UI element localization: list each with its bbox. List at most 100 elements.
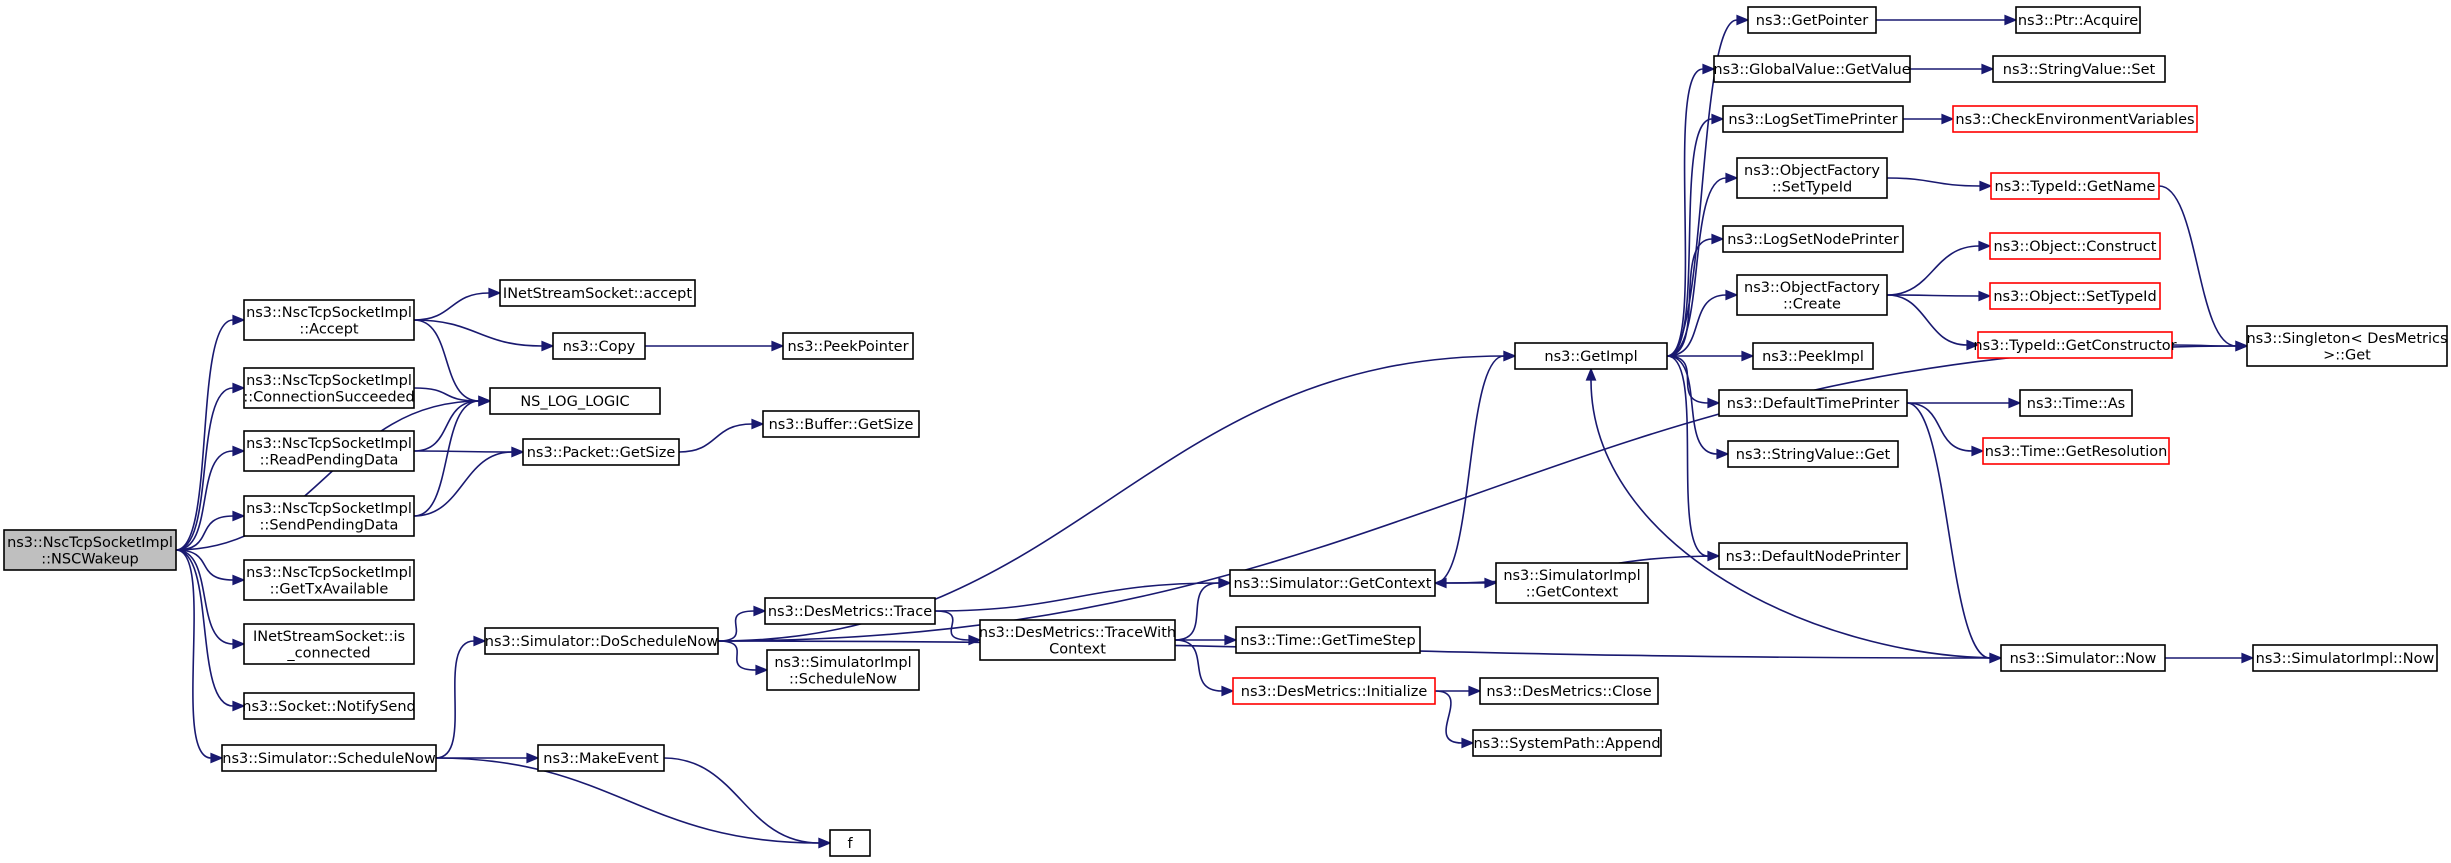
arrowhead-icon [1221, 685, 1235, 697]
node-typeid-getconstructor[interactable]: ns3::TypeId::GetConstructor [1973, 331, 2177, 359]
node-time-getresolution[interactable]: ns3::Time::GetResolution [1982, 437, 2170, 465]
arrowhead-icon [232, 445, 246, 457]
node-f[interactable]: f [829, 829, 871, 857]
edge-accept-to-inet_accept [413, 287, 502, 321]
node-simimpl-getcontext[interactable]: ns3::SimulatorImpl::GetContext [1495, 562, 1649, 604]
node-label: f [847, 836, 853, 852]
edge-line [413, 400, 480, 517]
edge-line [1666, 68, 1704, 357]
node-label: ns3::DefaultNodePrinter [1726, 549, 1901, 565]
edge-defaulttimeprinter-to-time_as [1907, 397, 2022, 409]
node-getpointer[interactable]: ns3::GetPointer [1747, 6, 1877, 34]
node-label: Context [1049, 641, 1106, 657]
node-ptr-acquire[interactable]: ns3::Ptr::Acquire [2015, 6, 2141, 34]
node-label: ns3::NscTcpSocketImpl [246, 501, 412, 517]
node-gv-getvalue[interactable]: ns3::GlobalValue::GetValue [1713, 55, 1911, 83]
edge-sim_now-to-simimpl_now [2165, 652, 2255, 664]
node-stringvalue-set[interactable]: ns3::StringValue::Set [1992, 55, 2166, 83]
node-getimpl[interactable]: ns3::GetImpl [1514, 342, 1668, 370]
node-box [243, 430, 415, 472]
arrowhead-icon [1461, 737, 1475, 749]
node-inet-accept[interactable]: INetStreamSocket::accept [499, 279, 696, 307]
edge-line [1886, 294, 1980, 297]
node-copy[interactable]: ns3::Copy [552, 332, 646, 360]
edge-getimpl-to-of_settypeid [1666, 172, 1739, 357]
node-sim-now[interactable]: ns3::Simulator::Now [2000, 644, 2166, 672]
node-object-settypeid[interactable]: ns3::Object::SetTypeId [1989, 282, 2161, 310]
node-simimpl-schedulenow[interactable]: ns3::SimulatorImpl::ScheduleNow [766, 649, 920, 691]
node-logsetnodeprinter[interactable]: ns3::LogSetNodePrinter [1722, 225, 1904, 253]
node-of-settypeid[interactable]: ns3::ObjectFactory::SetTypeId [1736, 157, 1888, 199]
node-nsc-wakeup[interactable]: ns3::NscTcpSocketImpl::NSCWakeup [3, 529, 177, 571]
node-label: ns3::DefaultTimePrinter [1727, 396, 1899, 412]
node-singleton-get[interactable]: ns3::Singleton< DesMetrics >::Get [2246, 325, 2448, 367]
node-packet-getsize[interactable]: ns3::Packet::GetSize [522, 438, 680, 466]
node-peek-pointer[interactable]: ns3::PeekPointer [782, 332, 914, 360]
node-object-construct[interactable]: ns3::Object::Construct [1989, 232, 2161, 260]
node-get-tx-available[interactable]: ns3::NscTcpSocketImpl::GetTxAvailable [243, 559, 415, 601]
node-desm-close[interactable]: ns3::DesMetrics::Close [1479, 677, 1659, 705]
node-label: ns3::TypeId::GetConstructor [1973, 338, 2176, 354]
node-label: ns3::Simulator::DoScheduleNow [485, 634, 719, 650]
arrowhead-icon [526, 752, 540, 764]
node-defaultnodeprinter[interactable]: ns3::DefaultNodePrinter [1718, 542, 1908, 570]
node-label: ns3::Packet::GetSize [527, 445, 676, 461]
edge-desm_initialize-to-desm_close [1435, 685, 1482, 697]
node-box [1235, 626, 1421, 654]
node-read-pending[interactable]: ns3::NscTcpSocketImpl::ReadPendingData [243, 430, 415, 472]
node-desm-trace[interactable]: ns3::DesMetrics::Trace [764, 597, 936, 625]
arrowhead-icon [1711, 233, 1725, 245]
edge-line [413, 400, 480, 452]
node-is-connected[interactable]: INetStreamSocket::is_connected [243, 623, 415, 665]
node-time-gettimestep[interactable]: ns3::Time::GetTimeStep [1235, 626, 1421, 654]
node-notify-send[interactable]: ns3::Socket::NotifySend [242, 692, 416, 720]
node-stringvalue-get[interactable]: ns3::StringValue::Get [1727, 440, 1899, 468]
node-buffer-getsize[interactable]: ns3::Buffer::GetSize [762, 410, 920, 438]
edge-do_schedule_now-to-simimpl_schedulenow [717, 640, 769, 676]
node-simimpl-now[interactable]: ns3::SimulatorImpl::Now [2252, 644, 2438, 672]
arrowhead-icon [1702, 63, 1716, 75]
node-label: ns3::StringValue::Set [2003, 62, 2156, 78]
arrowhead-icon [232, 314, 246, 326]
node-systempath-append[interactable]: ns3::SystemPath::Append [1472, 729, 1662, 757]
node-box [522, 438, 680, 466]
node-box [1977, 331, 2173, 359]
node-of-create[interactable]: ns3::ObjectFactory::Create [1736, 274, 1888, 316]
edge-line [175, 549, 212, 759]
node-schedule-now[interactable]: ns3::Simulator::ScheduleNow [221, 744, 437, 772]
node-make-event[interactable]: ns3::MakeEvent [537, 744, 665, 772]
node-label: ns3::Time::GetResolution [1985, 444, 2168, 460]
node-send-pending[interactable]: ns3::NscTcpSocketImpl::SendPendingData [243, 495, 415, 537]
node-accept[interactable]: ns3::NscTcpSocketImpl::Accept [243, 299, 415, 341]
node-peekimpl[interactable]: ns3::PeekImpl [1752, 342, 1874, 370]
node-box [1479, 677, 1659, 705]
node-label: INetStreamSocket::is [253, 629, 405, 645]
edge-line [175, 450, 234, 551]
edge-line [1174, 582, 1220, 641]
node-label: ns3::LogSetTimePrinter [1728, 112, 1897, 128]
node-do-schedule-now[interactable]: ns3::Simulator::DoScheduleNow [484, 627, 719, 655]
node-defaulttimeprinter[interactable]: ns3::DefaultTimePrinter [1718, 389, 1908, 417]
edge-accept-to-copy [413, 319, 555, 352]
node-box [1747, 6, 1877, 34]
node-logsettimeprinter[interactable]: ns3::LogSetTimePrinter [1722, 105, 1904, 133]
node-box [1989, 282, 2161, 310]
node-checkenv[interactable]: ns3::CheckEnvironmentVariables [1952, 105, 2198, 133]
node-time-as[interactable]: ns3::Time::As [2019, 389, 2133, 417]
node-box [1752, 342, 1874, 370]
edge-nsc_wakeup-to-schedule_now [175, 549, 224, 764]
node-conn-succeeded[interactable]: ns3::NscTcpSocketImpl::ConnectionSucceed… [243, 367, 415, 409]
node-desm-initialize[interactable]: ns3::DesMetrics::Initialize [1232, 677, 1436, 705]
edge-line [934, 610, 970, 641]
edge-line [175, 549, 234, 645]
arrowhead-icon [541, 340, 555, 352]
arrowhead-icon [2241, 652, 2255, 664]
arrowhead-icon [232, 382, 246, 394]
node-ns-log-logic[interactable]: NS_LOG_LOGIC [489, 387, 661, 415]
node-label: ns3::NscTcpSocketImpl [7, 535, 173, 551]
node-typeid-getname[interactable]: ns3::TypeId::GetName [1990, 172, 2160, 200]
node-label: ::ReadPendingData [260, 452, 399, 468]
node-label: ::NSCWakeup [41, 551, 138, 567]
node-sim-getcontext[interactable]: ns3::Simulator::GetContext [1229, 569, 1436, 597]
